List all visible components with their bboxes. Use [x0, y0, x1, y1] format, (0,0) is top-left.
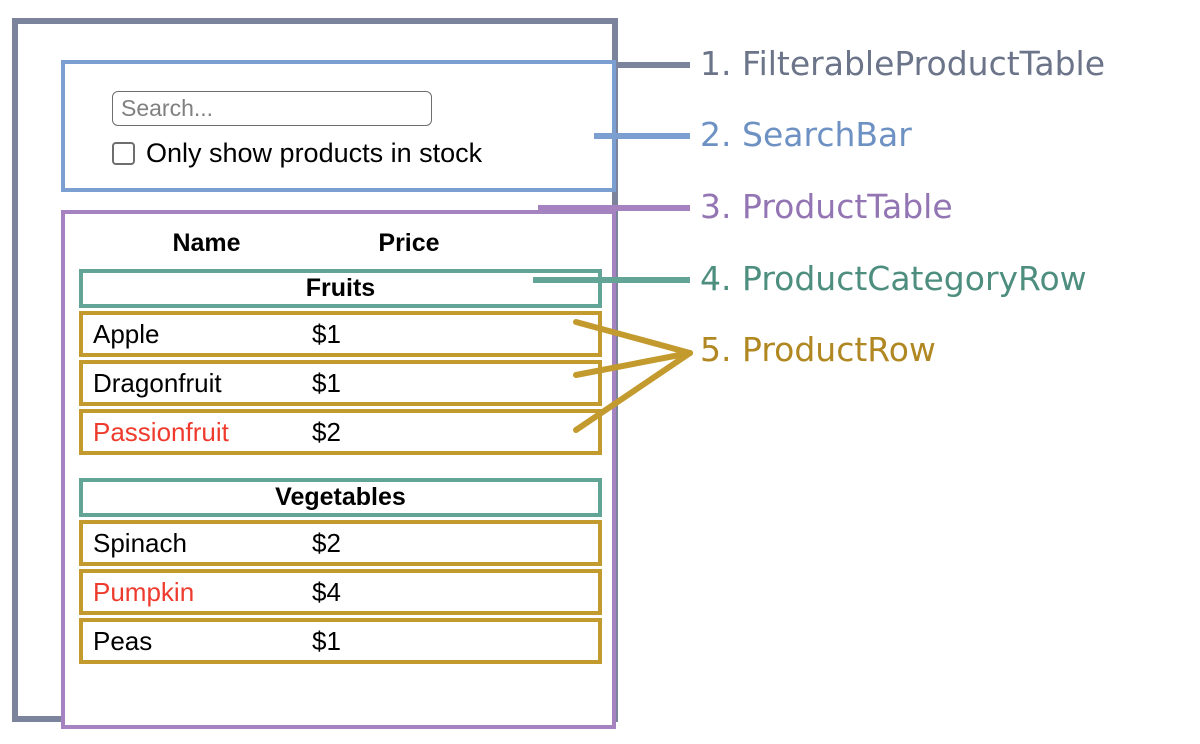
product-row[interactable]: Dragonfruit $1 [79, 360, 602, 406]
leader-line-product-row [573, 319, 693, 433]
legend-item-search-bar: 2. SearchBar [700, 118, 912, 151]
product-price: $1 [312, 367, 341, 398]
search-bar-box: Search... Only show products in stock [61, 60, 616, 192]
table-header-row: Name Price [79, 224, 602, 262]
search-input-placeholder: Search... [121, 95, 214, 121]
product-price: $4 [312, 576, 341, 607]
legend-item-filterable-product-table: 1. FilterableProductTable [700, 47, 1105, 80]
checkbox-icon[interactable] [112, 142, 135, 165]
product-name: Apple [93, 318, 160, 349]
legend-label-text: ProductCategoryRow [742, 259, 1087, 298]
legend-number: 4. [700, 259, 732, 298]
product-table-box: Name Price Fruits Apple $1 Dragonfruit $… [61, 210, 616, 729]
filterable-product-table-box: Search... Only show products in stock Na… [12, 18, 618, 729]
leader-line-product-category-row [533, 277, 690, 283]
legend-number: 1. [700, 44, 732, 83]
product-name: Dragonfruit [93, 367, 222, 398]
column-header-name: Name [172, 228, 241, 257]
legend-number: 3. [700, 187, 732, 226]
column-header-price: Price [378, 228, 440, 257]
in-stock-filter-row[interactable]: Only show products in stock [112, 140, 482, 167]
legend-label-text: FilterableProductTable [742, 44, 1105, 83]
product-name: Pumpkin [93, 576, 195, 607]
product-name: Passionfruit [93, 416, 229, 447]
product-row[interactable]: Passionfruit $2 [79, 409, 602, 455]
leader-line-product-table [538, 205, 690, 211]
legend-label-text: ProductRow [742, 330, 936, 369]
product-row[interactable]: Spinach $2 [79, 520, 602, 566]
product-row[interactable]: Pumpkin $4 [79, 569, 602, 615]
leader-line-search-bar [594, 133, 690, 139]
product-category-row: Vegetables [79, 478, 602, 517]
product-price: $2 [312, 527, 341, 558]
legend-item-product-category-row: 4. ProductCategoryRow [700, 262, 1087, 295]
leader-line-filterable-product-table [618, 62, 690, 68]
product-row[interactable]: Apple $1 [79, 311, 602, 357]
legend-label-text: SearchBar [742, 115, 912, 154]
legend-item-product-table: 3. ProductTable [700, 190, 953, 223]
product-table-content: Name Price Fruits Apple $1 Dragonfruit $… [79, 224, 602, 664]
legend-item-product-row: 5. ProductRow [700, 333, 936, 366]
product-row[interactable]: Peas $1 [79, 618, 602, 664]
search-input[interactable]: Search... [112, 91, 432, 126]
legend-number: 2. [700, 115, 732, 154]
legend-label-text: ProductTable [742, 187, 953, 226]
product-price: $2 [312, 416, 341, 447]
in-stock-filter-label: Only show products in stock [146, 138, 483, 168]
product-name: Spinach [93, 527, 187, 558]
product-name: Peas [93, 625, 153, 656]
product-price: $1 [312, 625, 341, 656]
legend-number: 5. [700, 330, 732, 369]
product-price: $1 [312, 318, 341, 349]
product-category-row: Fruits [79, 269, 602, 308]
